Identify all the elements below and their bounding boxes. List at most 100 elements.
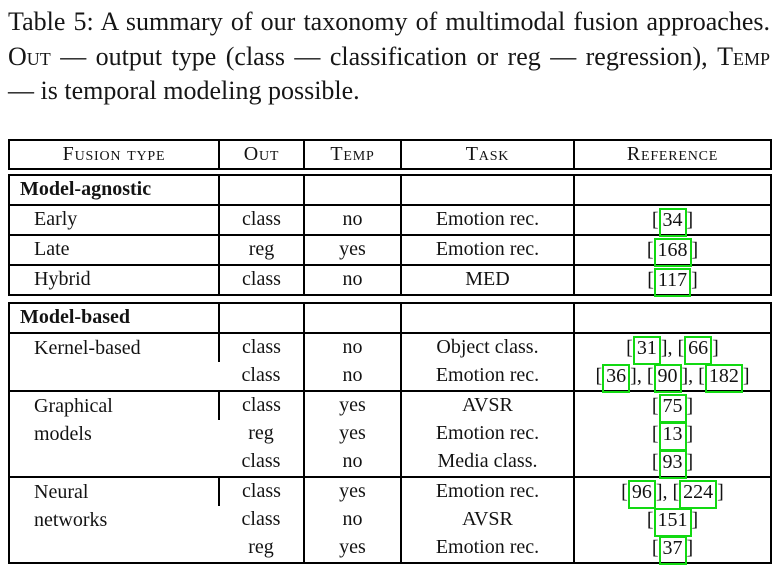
cell-temp: yes <box>303 533 401 563</box>
cell-task: AVSR <box>400 389 574 420</box>
cell-fusion-type: Neural networks <box>9 475 219 563</box>
caption-text: — output type (class — classification or… <box>50 41 718 71</box>
citation-box[interactable]: 34 <box>658 207 687 237</box>
cell-temp: no <box>303 361 401 391</box>
cell-temp: no <box>303 447 401 477</box>
cell-fusion-type: Kernel-based <box>9 331 219 391</box>
column-header-temp: Temp <box>303 139 401 169</box>
empty-cell <box>303 302 401 333</box>
cell-task: Emotion rec. <box>400 419 574 448</box>
table-row: Late reg yes Emotion rec. [168] <box>9 233 771 267</box>
citation-box[interactable]: 151 <box>653 507 692 537</box>
cell-reference: [93] <box>573 447 771 479</box>
citation-box[interactable]: 117 <box>653 267 692 297</box>
cell-reference: [31], [66] <box>573 331 771 365</box>
cell-out: reg <box>218 233 304 265</box>
cell-temp: yes <box>303 475 401 506</box>
cell-reference: [13] <box>573 419 771 451</box>
cell-out: reg <box>248 422 274 444</box>
cell-fusion-type: Hybrid <box>9 263 219 295</box>
citation-box[interactable]: 13 <box>658 421 687 451</box>
cell-task: Media class. <box>400 447 574 477</box>
cell-reference: [151] <box>573 505 771 537</box>
cell-temp: no <box>303 331 401 362</box>
cell-temp: yes <box>303 419 401 448</box>
empty-cell <box>218 174 304 205</box>
table-row: reg yes Emotion rec. [13] <box>9 419 771 451</box>
table-row: Kernel-based class no Object class. [31]… <box>9 331 771 391</box>
column-header-fusion-type: Fusion type <box>62 142 166 165</box>
table-row: Hybrid class no MED [117] <box>9 263 771 297</box>
caption-text: — is temporal modeling possible. <box>8 76 360 105</box>
citation-box[interactable]: 96 <box>627 479 656 509</box>
citation-box[interactable]: 182 <box>704 363 743 393</box>
citation-box[interactable]: 75 <box>658 393 687 423</box>
cell-task: AVSR <box>400 505 574 534</box>
paper-page: Table 5: A summary of our taxonomy of mu… <box>8 5 772 565</box>
cell-task: Emotion rec. <box>400 233 574 265</box>
citation-box[interactable]: 66 <box>684 335 713 365</box>
caption-text: Table 5: A summary of our taxonomy of mu… <box>8 7 770 36</box>
cell-fusion-type: Early <box>9 203 219 235</box>
table-row: class no Media class. [93] <box>9 447 771 479</box>
cell-fusion-type: Graphical models <box>9 389 219 477</box>
section-label: Model-based <box>20 306 130 328</box>
table-row: Neural networks class yes Emotion rec. [… <box>9 475 771 563</box>
table-row: reg yes Emotion rec. [37] <box>9 533 771 565</box>
cell-task: MED <box>400 263 574 295</box>
cell-out: class <box>218 203 304 235</box>
citation-box[interactable]: 37 <box>658 535 687 565</box>
cell-task: Emotion rec. <box>400 533 574 563</box>
column-header-out: Out <box>218 139 304 169</box>
cell-out: class <box>241 508 281 530</box>
table-row: class no Emotion rec. [36], [90], [182] <box>9 361 771 393</box>
table-row: Early class no Emotion rec. [34] <box>9 203 771 237</box>
citation-box[interactable]: 36 <box>602 363 631 393</box>
caption-smallcaps-temp: Temp <box>717 41 770 71</box>
cell-reference: [117] <box>573 263 771 297</box>
cell-task: Object class. <box>400 331 574 362</box>
empty-cell <box>400 174 574 205</box>
section-row: Model-agnostic <box>9 174 771 205</box>
empty-cell <box>573 174 771 205</box>
cell-out: class <box>218 263 304 295</box>
cell-out: class <box>241 450 281 472</box>
cell-reference: [96], [224] <box>573 475 771 509</box>
table-row: Graphical models class yes AVSR [75] <box>9 389 771 477</box>
citation-box[interactable]: 224 <box>679 479 718 509</box>
cell-temp: no <box>303 263 401 295</box>
empty-cell <box>303 174 401 205</box>
cell-task: Emotion rec. <box>400 361 574 391</box>
cell-out: class <box>218 389 304 420</box>
table-caption: Table 5: A summary of our taxonomy of mu… <box>8 5 770 109</box>
cell-reference: [34] <box>573 203 771 237</box>
table-row: class no AVSR [151] <box>9 505 771 537</box>
empty-cell <box>218 302 304 333</box>
citation-box[interactable]: 31 <box>632 335 661 365</box>
section-row: Model-based <box>9 302 771 333</box>
header-row: Fusion type Out Temp Task Reference <box>9 139 771 169</box>
citation-box[interactable]: 93 <box>658 449 687 479</box>
cell-out: class <box>218 475 304 506</box>
fusion-table-header: Fusion type Out Temp Task Reference <box>8 138 772 170</box>
citation-box[interactable]: 90 <box>653 363 682 393</box>
cell-task: Emotion rec. <box>400 203 574 235</box>
cell-task: Emotion rec. <box>400 475 574 506</box>
empty-cell <box>573 302 771 333</box>
section-label: Model-agnostic <box>20 178 152 200</box>
empty-cell <box>400 302 574 333</box>
column-header-reference: Reference <box>573 139 771 169</box>
cell-reference: [36], [90], [182] <box>573 361 771 393</box>
caption-smallcaps-out: Out <box>8 41 51 71</box>
fusion-table-model-based: Model-based Kernel-based class no Object… <box>8 301 772 565</box>
column-header-task: Task <box>400 139 574 169</box>
cell-out: class <box>218 331 304 362</box>
citation-box[interactable]: 168 <box>653 237 692 267</box>
cell-out: reg <box>248 536 274 558</box>
cell-temp: yes <box>303 233 401 265</box>
fusion-table-model-agnostic: Model-agnostic Early class no Emotion re… <box>8 173 772 297</box>
cell-temp: yes <box>303 389 401 420</box>
cell-out: class <box>241 364 281 386</box>
cell-reference: [75] <box>573 389 771 423</box>
cell-temp: no <box>303 505 401 534</box>
